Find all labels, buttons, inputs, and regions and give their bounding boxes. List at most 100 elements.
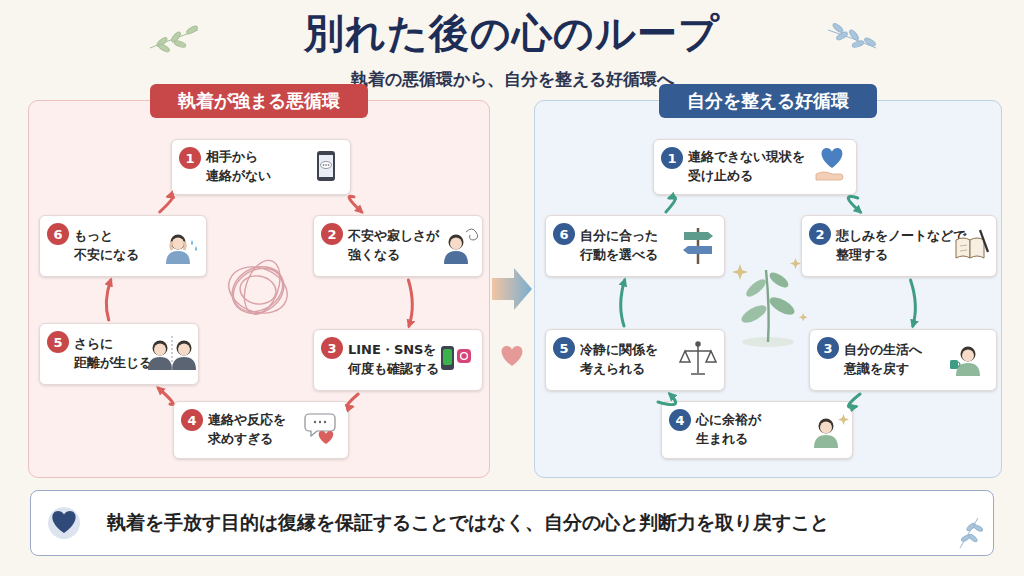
step-text: LINE・SNSを 何度も確認する: [348, 341, 446, 379]
leaf-sprig: [960, 518, 978, 548]
distant-people: [148, 341, 172, 371]
signpost-icon: [697, 228, 700, 264]
summary-text: 執着を手放す目的は復縁を保証することではなく、自分の心と判断力を取り戻すこと: [107, 510, 829, 536]
step-number: 3: [321, 337, 343, 359]
sprout-plant: [742, 337, 794, 347]
calm-person: [838, 414, 849, 425]
signpost-icon: [683, 246, 712, 254]
heart-hand-icon: [822, 148, 843, 168]
leaf-sprig: [966, 522, 976, 531]
person-with-mug: [958, 362, 960, 367]
message-heart-icon: [305, 414, 335, 436]
step-box: 1連絡できない現状を 受け止める: [653, 139, 857, 195]
step-number: 4: [669, 409, 691, 431]
step-text: 自分の生活へ 意識を戻す: [844, 341, 960, 379]
distant-people: [172, 336, 173, 370]
person-with-mug: [950, 360, 958, 369]
step-number: 2: [321, 223, 343, 245]
person-with-mug: [950, 347, 980, 377]
heart-icon: [502, 346, 523, 366]
step-text: 連絡できない現状を 受け止める: [688, 148, 820, 186]
phone-icon: [325, 164, 327, 166]
cycle-arrow: [848, 197, 860, 212]
cycle-arrow: [666, 197, 676, 212]
crying-person: [166, 235, 190, 265]
sprout-plant: [732, 258, 807, 347]
step-text: もっと 不安になる: [74, 227, 170, 265]
step-number: 4: [181, 409, 203, 431]
phone-icon: [317, 151, 335, 181]
leaf-sprig: [156, 36, 168, 48]
notebook-icon: [980, 230, 988, 252]
sprout-plant: [799, 313, 807, 321]
step-text: 悲しみをノートなどで 整理する: [836, 227, 966, 265]
step-text: 自分に合った 行動を選べる: [580, 227, 688, 265]
step-box: 5冷静に関係を 考えられる: [545, 329, 725, 391]
notebook-icon: [960, 250, 967, 251]
cycle-arrow: [106, 280, 110, 320]
step-number: 3: [817, 337, 839, 359]
scales-icon: [706, 351, 716, 362]
step-box: 3自分の生活へ 意識を戻す: [809, 329, 997, 391]
heart-icon: [502, 346, 523, 366]
leaf-sprig: [832, 22, 844, 34]
tangled-scribble: [222, 255, 293, 322]
message-heart-icon: [305, 414, 335, 444]
sprout-plant: [767, 270, 791, 291]
scales-icon: [680, 351, 690, 362]
tangled-scribble: [238, 273, 278, 307]
cycle-arrow: [160, 196, 173, 212]
scales-icon: [691, 373, 705, 375]
step-text: 連絡や反応を 求めすぎる: [208, 411, 312, 449]
sprout-plant: [766, 270, 769, 342]
phone-icon: [321, 162, 332, 169]
heart-badge: [48, 507, 80, 539]
phone-icon: [323, 164, 325, 166]
calm-person: [814, 419, 838, 449]
step-number: 2: [809, 223, 831, 245]
step-text: 心に余裕が 生まれる: [696, 411, 816, 449]
heart-badge: [48, 507, 80, 539]
tangled-scribble: [224, 257, 293, 322]
scales-icon: [680, 342, 716, 374]
heart-hand-icon: [816, 148, 843, 180]
leaf-sprig: [828, 22, 876, 48]
scales-icon: [685, 350, 711, 352]
crying-person: [191, 240, 193, 245]
cycle-arrow: [658, 394, 676, 405]
worried-person: [444, 229, 478, 264]
sprout-plant: [744, 276, 769, 299]
step-box: 2不安や寂しさが 強くなる: [313, 215, 483, 277]
cycle-arrow: [848, 394, 860, 407]
step-box: 6もっと 不安になる: [39, 215, 207, 277]
step-box: 5さらに 距離が生じる: [39, 323, 199, 385]
tangled-scribble: [238, 255, 287, 319]
cycle-arrow: [621, 280, 625, 326]
leaf-sprig: [150, 25, 198, 53]
leaf-sprig: [973, 524, 984, 532]
phone-icon: [328, 164, 330, 166]
leaf-sprig: [961, 534, 972, 542]
crying-person: [183, 242, 185, 250]
step-text: 不安や寂しさが 強くなる: [348, 227, 446, 265]
step-number: 5: [47, 331, 69, 353]
leaf-sprig: [150, 30, 198, 48]
step-text: 冷静に関係を 考えられる: [580, 341, 688, 379]
sprout-plant: [767, 294, 797, 318]
tangled-scribble: [222, 259, 293, 321]
app-icons: [443, 349, 452, 365]
notebook-icon: [960, 245, 967, 246]
message-heart-icon: [319, 431, 334, 444]
panel-heading: 執着が強まる悪循環: [150, 84, 368, 118]
cycle-arrow: [408, 280, 412, 326]
signpost-icon: [684, 232, 713, 240]
leaf-sprig: [174, 40, 187, 49]
distant-people: [172, 341, 196, 371]
step-text: 相手から 連絡がない: [206, 148, 314, 186]
tangled-scribble: [225, 260, 290, 321]
heart-hand-icon: [816, 172, 843, 180]
calm-person: [814, 414, 849, 448]
worried-person: [466, 229, 478, 240]
